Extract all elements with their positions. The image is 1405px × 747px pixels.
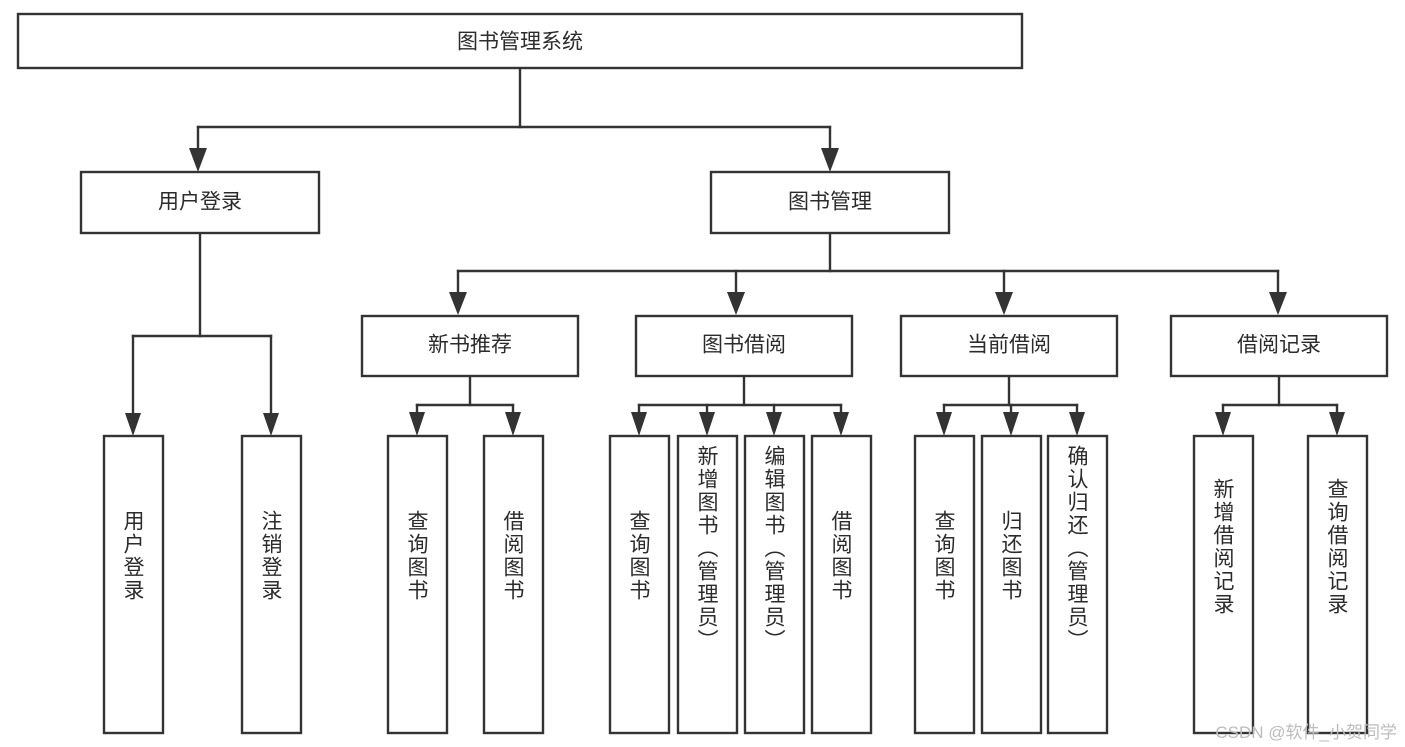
leaf-box-user-login[interactable] (102, 434, 165, 735)
arrowhead-current-borrow (995, 292, 1013, 315)
arrowhead-borrow-record (1269, 292, 1287, 315)
leaf-box-query-record[interactable] (1306, 434, 1369, 735)
connector-group-new-book-recommend (409, 374, 521, 436)
node-borrow-record-box[interactable] (1169, 314, 1389, 378)
leaf-box-query-book-1[interactable] (386, 434, 449, 735)
node-book-borrow[interactable]: 图书借阅 (634, 314, 854, 378)
node-new-book-recommend[interactable]: 新书推荐 (360, 314, 580, 378)
arrowhead-book-management (821, 148, 839, 172)
arrowhead-leaf-user-login (125, 413, 141, 436)
arrowhead-leaf-edit-book (766, 412, 782, 436)
connector-group-root (189, 66, 839, 172)
connector-group-borrow-record (1215, 374, 1345, 436)
leaf-box-add-record[interactable] (1192, 434, 1255, 735)
leaf-box-confirm-return[interactable] (1046, 434, 1109, 735)
arrowhead-book-borrow (727, 292, 745, 315)
node-user-login[interactable]: 用户登录 (79, 170, 321, 235)
node-user-login-box[interactable] (79, 170, 321, 235)
node-book-management-box[interactable] (709, 170, 951, 235)
node-borrow-record-label: 借阅记录 (1237, 334, 1321, 357)
arrowhead-user-login (189, 148, 207, 172)
node-current-borrow[interactable]: 当前借阅 (899, 314, 1119, 378)
node-current-borrow-label: 当前借阅 (967, 334, 1051, 357)
node-book-borrow-box[interactable] (634, 314, 854, 378)
node-root-label: 图书管理系统 (457, 31, 583, 54)
arrowhead-leaf-add-record (1215, 412, 1231, 436)
leaf-box-user-logout[interactable] (240, 434, 303, 735)
arrowhead-leaf-user-logout (263, 413, 279, 436)
node-user-login-label: 用户登录 (158, 191, 242, 214)
leaf-box-add-book[interactable] (676, 434, 739, 735)
leaf-box-edit-book[interactable] (743, 434, 806, 735)
node-root[interactable]: 图书管理系统 (16, 12, 1024, 70)
arrowhead-leaf-borrow-book-2 (833, 412, 849, 436)
leaf-box-query-book-3[interactable] (913, 434, 976, 735)
connector-group-user-login (125, 231, 279, 436)
csdn-watermark: CSDN @软件_小贺同学 (1215, 723, 1397, 742)
leaf-box-query-book-2[interactable] (608, 434, 671, 735)
node-book-borrow-label: 图书借阅 (702, 334, 786, 357)
arrowhead-new-book-recommend (449, 292, 467, 315)
node-new-book-recommend-label: 新书推荐 (428, 334, 512, 357)
leaf-box-borrow-book-1[interactable] (482, 434, 545, 735)
node-borrow-record[interactable]: 借阅记录 (1169, 314, 1389, 378)
leaf-box-borrow-book-2[interactable] (810, 434, 873, 735)
arrowhead-leaf-add-book (699, 412, 715, 436)
node-new-book-recommend-box[interactable] (360, 314, 580, 378)
arrowhead-leaf-confirm-return (1069, 412, 1085, 436)
node-book-management-label: 图书管理 (788, 191, 872, 214)
connector-group-current-borrow (936, 374, 1085, 436)
node-current-borrow-box[interactable] (899, 314, 1119, 378)
arrowhead-leaf-query-book-3 (936, 412, 952, 436)
arrowhead-leaf-query-book-2 (631, 412, 647, 436)
arrowhead-leaf-query-book-1 (409, 412, 425, 436)
arrowhead-leaf-return-book (1003, 412, 1019, 436)
arrowhead-leaf-query-record (1329, 412, 1345, 436)
node-root-box[interactable] (16, 12, 1024, 70)
leaf-box-return-book[interactable] (980, 434, 1043, 735)
node-book-management[interactable]: 图书管理 (709, 170, 951, 235)
arrowhead-leaf-borrow-book-1 (505, 412, 521, 436)
connector-group-book-management (449, 231, 1287, 315)
connector-group-book-borrow (631, 374, 849, 436)
